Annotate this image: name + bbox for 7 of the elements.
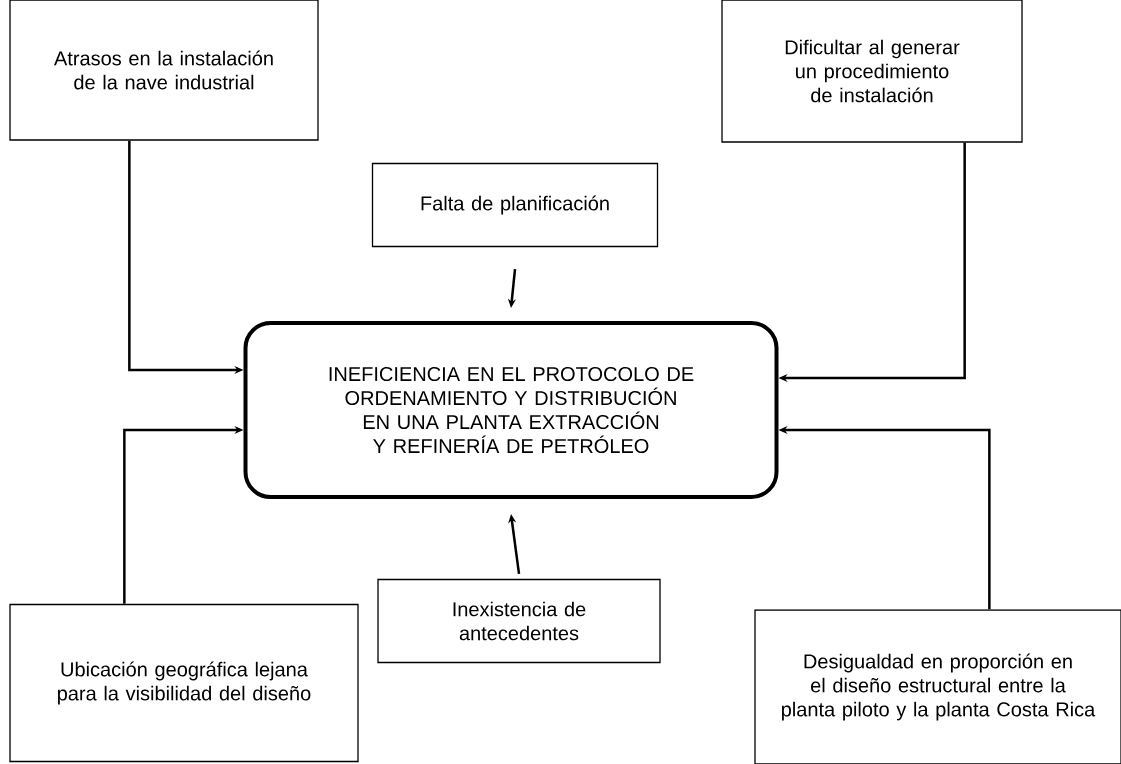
cause-box: Dificultar al generar un procedimiento de instalación [721,0,1023,143]
problem-box: INEFICIENCIA EN EL PROTOCOLO DE ORDENAMIENTO Y DISTRIBUCIÓN EN UNA PLANTA EXTRACCIÓN Y REFINERÍA DE PETRÓLEO [243,321,779,499]
cause-box: Inexistencia de antecedentes [377,578,661,664]
cause-box: Atrasos en la instalación de la nave industrial [9,0,319,141]
cause-box: Ubicación geográfica lejana para la visibilidad del diseño [9,603,359,763]
cause-box: Desigualdad en proporción en el diseño estructural entre la planta piloto y la planta Costa Rica [754,609,1121,764]
cause-box: Falta de planificación [371,162,659,248]
